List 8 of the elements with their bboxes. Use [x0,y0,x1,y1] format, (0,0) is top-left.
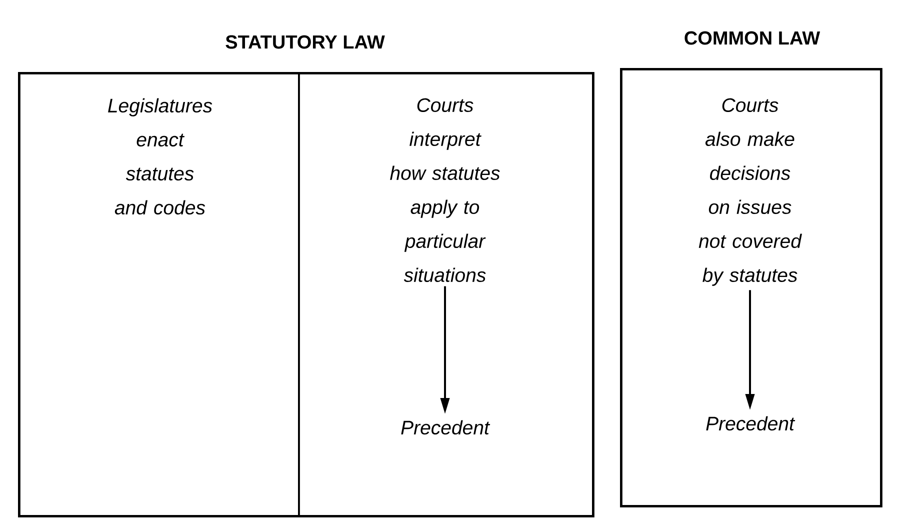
statement-text: Courts also make decisions on issues not covered by statutes [698,98,802,286]
statement-text: Precedent [401,420,490,435]
node-label: COMMON LAW [684,31,820,45]
text-cell: Legislatures enact statutes and codes [18,72,300,517]
node-label: STATUTORY LAW [226,35,385,49]
statement-text: Courts interpret how statutes apply to particular situations [390,98,500,282]
column-cell [298,72,594,517]
statement-text: Precedent [706,416,796,431]
